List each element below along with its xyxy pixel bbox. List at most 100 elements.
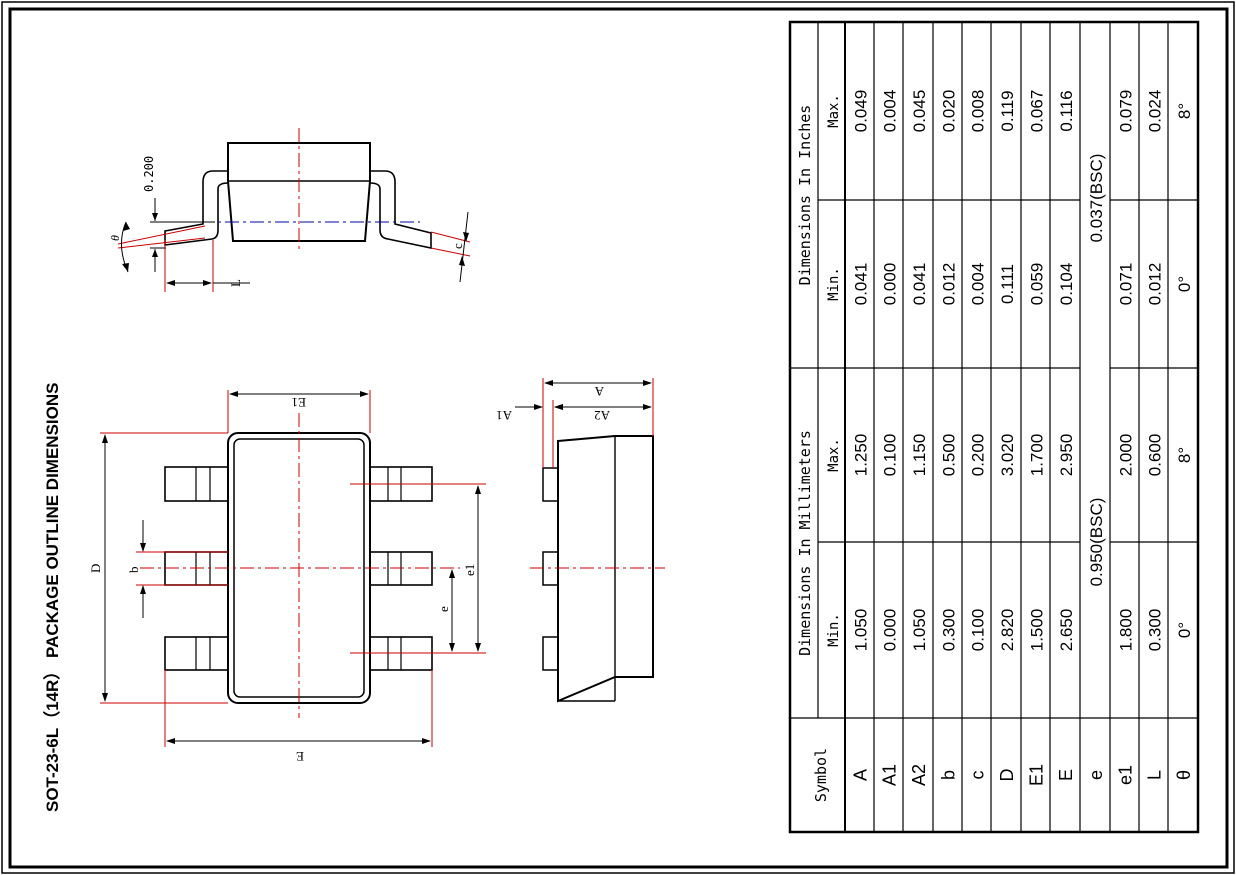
row-mm-min: 2.650: [1057, 609, 1076, 652]
row-mm-max: 1.250: [852, 434, 871, 477]
row-mm-min: 0°: [1175, 622, 1194, 638]
row-in-bsc: 0.037(BSC): [1087, 154, 1106, 243]
row-symbol: e: [1086, 770, 1106, 780]
row-lines: [873, 22, 1169, 832]
inner-frame: [8, 7, 1229, 869]
header-mm-max: Max.: [826, 438, 842, 472]
row-symbol: D: [997, 769, 1017, 782]
lead-profile-view: 0.200 θ L c: [108, 128, 471, 292]
row-in-max: 8°: [1175, 103, 1194, 119]
page-title: SOT-23-6L（14R） PACKAGE OUTLINE DIMENSION…: [42, 383, 62, 812]
row-symbol: L: [1145, 770, 1165, 780]
row-in-min: 0°: [1175, 276, 1194, 292]
arrowhead: [152, 213, 158, 221]
row-mm-min: 0.300: [1146, 609, 1165, 652]
header-inches: Dimensions In Inches: [796, 105, 814, 286]
row-in-max: 0.067: [1028, 90, 1047, 133]
row-in-max: 0.004: [881, 90, 900, 133]
arrowhead: [166, 738, 175, 744]
dim-label-E: E: [296, 749, 304, 764]
dim-label-E1: E1: [292, 395, 306, 410]
row-in-min: 0.041: [910, 263, 929, 306]
row-in-min: 0.111: [998, 264, 1017, 304]
row-in-max: 0.024: [1146, 90, 1165, 133]
row-in-min: 0.012: [1146, 263, 1165, 306]
row-mm-min: 1.500: [1028, 609, 1047, 652]
row-mm-min: 0.300: [940, 609, 959, 652]
row-symbol: θ: [1174, 770, 1194, 780]
right-lead-profile: [369, 170, 432, 249]
theta-ray-2: [117, 225, 206, 245]
arrowhead: [459, 256, 465, 266]
dim-label-L: L: [228, 279, 243, 287]
row-mm-max: 2.950: [1057, 434, 1076, 477]
row-mm-max: 2.000: [1117, 434, 1136, 477]
row-in-max: 0.020: [940, 90, 959, 133]
dim-label-0200: 0.200: [142, 156, 156, 192]
row-mm-max: 1.700: [1028, 434, 1047, 477]
row-symbol: c: [968, 771, 988, 780]
row-mm-max: 0.100: [881, 434, 900, 477]
dim-label-theta: θ: [108, 235, 122, 241]
arrowhead: [360, 391, 369, 397]
c-ext-1: [430, 231, 471, 243]
row-in-max: 0.045: [910, 90, 929, 133]
dim-label-A1: A1: [496, 408, 512, 423]
arrowhead: [102, 693, 108, 702]
row-mm-max: 8°: [1175, 447, 1194, 463]
row-in-max: 0.119: [998, 90, 1017, 131]
dim-label-A: A: [594, 384, 604, 399]
header-symbol: Symbol: [812, 748, 830, 802]
row-symbol: e1: [1116, 765, 1136, 785]
row-mm-max: 0.500: [940, 434, 959, 477]
arrowhead: [643, 404, 652, 410]
row-in-max: 0.116: [1057, 90, 1076, 131]
dim-label-b: b: [126, 567, 141, 574]
row-symbol: A2: [909, 764, 929, 786]
arrowhead: [534, 404, 543, 410]
dim-label-A2: A2: [594, 408, 610, 423]
row-mm-max: 1.150: [910, 434, 929, 477]
row-symbol: E1: [1027, 764, 1047, 786]
row-mm-min: 1.050: [910, 609, 929, 652]
dim-label-c: c: [450, 243, 465, 249]
side-lead-1: [542, 467, 559, 502]
arrowhead: [203, 280, 212, 286]
row-mm-min: 1.800: [1117, 609, 1136, 652]
row-in-max: 0.049: [852, 90, 871, 133]
row-mm-max: 0.600: [1146, 434, 1165, 477]
row-in-max: 0.079: [1117, 90, 1136, 133]
row-symbol: b: [939, 770, 959, 780]
table-rows: A1.0501.2500.0410.049A10.0000.1000.0000.…: [851, 90, 1195, 786]
row-mm-max: 0.200: [969, 434, 988, 477]
dim-label-e: e: [436, 606, 451, 612]
row-mm-bsc: 0.950(BSC): [1087, 498, 1106, 587]
row-in-max: 0.008: [969, 90, 988, 133]
arrowhead: [229, 391, 238, 397]
row-in-min: 0.000: [881, 263, 900, 306]
header-in-max: Max.: [826, 94, 842, 128]
arrowhead: [422, 738, 431, 744]
left-lead-profile: [164, 170, 229, 246]
package-plan-view: E1 D b e e1 E: [88, 390, 486, 764]
arrowhead: [463, 232, 469, 242]
table-border: [788, 20, 1200, 834]
arrowhead: [123, 222, 130, 231]
arrowhead: [152, 249, 158, 257]
arrowhead: [166, 280, 175, 286]
arrowhead: [554, 404, 563, 410]
dim-label-D: D: [88, 564, 103, 573]
row-in-min: 0.041: [852, 263, 871, 306]
package-side-view: A A2 A1: [496, 378, 665, 703]
row-symbol: A: [851, 769, 871, 781]
arrowhead: [475, 485, 481, 494]
dim-label-e1: e1: [462, 564, 477, 576]
arrowhead: [102, 434, 108, 443]
row-in-min: 0.104: [1057, 263, 1076, 306]
row-symbol: E: [1056, 769, 1076, 781]
arrowhead: [140, 543, 146, 552]
dimension-table: Symbol Dimensions In Millimeters Dimensi…: [788, 20, 1200, 834]
arrowhead: [475, 643, 481, 652]
